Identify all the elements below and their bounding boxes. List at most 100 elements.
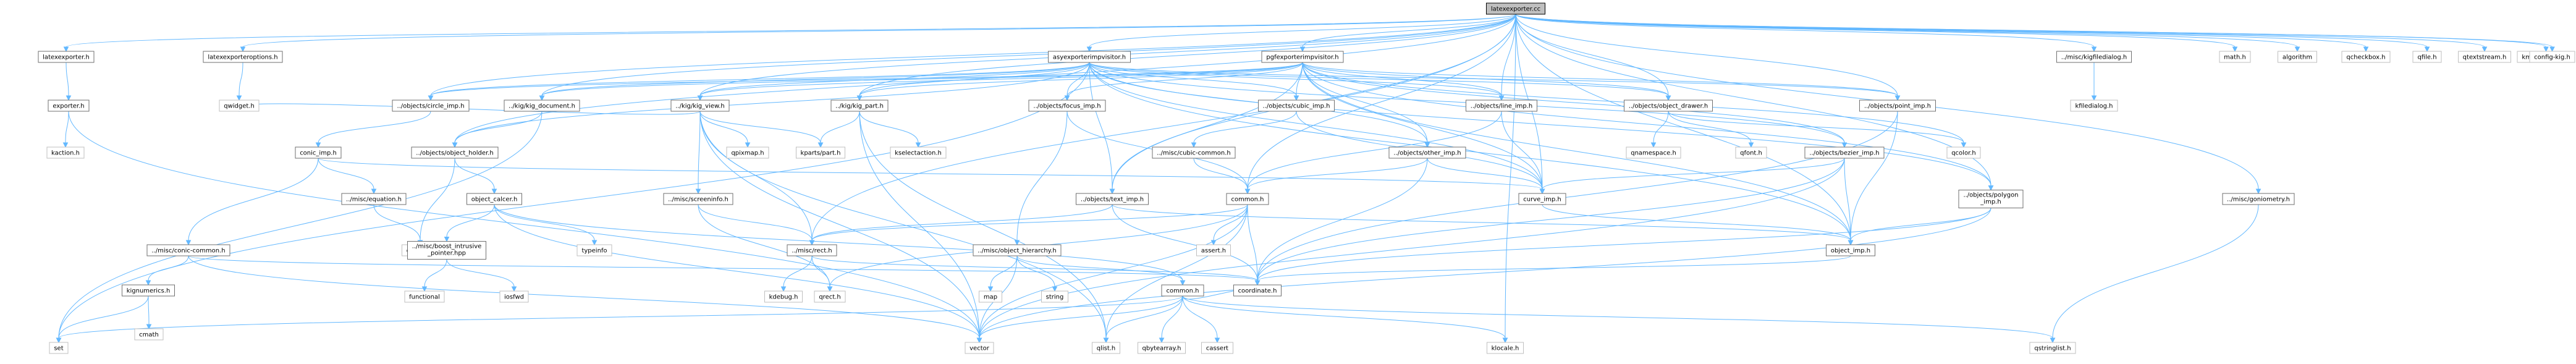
edge-asyexporterimpvisitor-to-curve-imp bbox=[1089, 62, 1545, 195]
edge-text-imp-to-rect bbox=[809, 204, 1113, 246]
node-qcolor: qcolor.h bbox=[1946, 146, 1981, 159]
edge-boost-intrusive-to-functional bbox=[421, 259, 447, 292]
node-qlist: qlist.h bbox=[1092, 342, 1120, 354]
node-object-holder[interactable]: ../objects/object_holder.h bbox=[411, 146, 499, 159]
node-box bbox=[979, 290, 1002, 303]
node-polygon-imp[interactable]: ../objects/polygon_imp.h bbox=[1958, 190, 2024, 208]
node-label: latexexporter.cc bbox=[1491, 6, 1540, 13]
node-box bbox=[1624, 99, 1713, 112]
node-typeinfo: typeinfo bbox=[576, 244, 612, 256]
node-latexexporter[interactable]: latexexporter.h bbox=[38, 51, 95, 63]
node-label: object_calcer.h bbox=[471, 197, 518, 203]
node-box bbox=[219, 99, 260, 112]
edge-cubic-common-to-common-objects bbox=[1193, 158, 1251, 195]
node-common-misc[interactable]: common.h bbox=[1161, 284, 1204, 297]
edge-object-hierarchy-to-string bbox=[1016, 255, 1058, 292]
node-circle-imp[interactable]: ../objects/circle_imp.h bbox=[392, 99, 470, 112]
node-label: ../misc/cubic-common.h bbox=[1157, 150, 1230, 157]
node-kig-view[interactable]: ../kig/kig_view.h bbox=[670, 99, 730, 112]
node-box bbox=[295, 146, 342, 159]
node-label: kfiledialog.h bbox=[2075, 103, 2113, 110]
edge-kig-document-to-set bbox=[56, 111, 543, 344]
node-label: kdebug.h bbox=[769, 294, 798, 301]
node-label: klocale.h bbox=[1492, 345, 1519, 352]
node-box bbox=[134, 328, 164, 341]
edge-conic-imp-to-conic-common bbox=[185, 158, 319, 246]
node-root[interactable]: latexexporter.cc bbox=[1486, 2, 1545, 15]
node-label: ../misc/goniometry.h bbox=[2227, 197, 2290, 203]
node-text-imp[interactable]: ../objects/text_imp.h bbox=[1076, 193, 1149, 205]
edge-root-to-kigfiledialog bbox=[1515, 14, 2097, 53]
edge-point-imp-to-object-imp bbox=[1848, 111, 1898, 246]
node-equation[interactable]: ../misc/equation.h bbox=[341, 193, 407, 205]
node-box bbox=[1048, 51, 1131, 63]
node-curve-imp[interactable]: curve_imp.h bbox=[1518, 193, 1566, 205]
node-box bbox=[2412, 51, 2442, 63]
node-goniometry[interactable]: ../misc/goniometry.h bbox=[2222, 193, 2295, 205]
node-label: qwidget.h bbox=[224, 103, 255, 110]
edge-root-to-line-imp bbox=[1498, 14, 1516, 101]
node-box bbox=[1041, 290, 1068, 303]
node-cubic-imp[interactable]: ../objects/cubic_imp.h bbox=[1258, 99, 1335, 112]
node-kignumerics[interactable]: kignumerics.h bbox=[122, 284, 175, 297]
node-box bbox=[1826, 244, 1875, 256]
node-box bbox=[49, 342, 69, 354]
edge-common-misc-to-vector bbox=[976, 295, 1183, 344]
node-conic-common[interactable]: ../misc/conic-common.h bbox=[146, 244, 230, 256]
node-kig-document[interactable]: ../kig/kig_document.h bbox=[504, 99, 580, 112]
edge-common-objects-to-assert bbox=[1210, 204, 1248, 246]
edge-object-drawer-to-qcolor bbox=[1668, 111, 1967, 148]
edge-root-to-object-imp bbox=[1515, 14, 1854, 246]
node-label: cassert bbox=[1206, 345, 1228, 352]
node-object-drawer[interactable]: ../objects/object_drawer.h bbox=[1624, 99, 1713, 112]
node-point-imp[interactable]: ../objects/point_imp.h bbox=[1859, 99, 1936, 112]
node-label: config-kig.h bbox=[2534, 54, 2570, 61]
node-rect[interactable]: ../misc/rect.h bbox=[787, 244, 837, 256]
node-pgfexporterimpvisitor[interactable]: pgfexporterimpvisitor.h bbox=[1261, 51, 1344, 63]
node-label: qfont.h bbox=[1740, 150, 1762, 157]
node-bezier-imp[interactable]: ../objects/bezier_imp.h bbox=[1804, 146, 1885, 159]
edge-root-to-rect bbox=[809, 14, 1516, 246]
node-box bbox=[1076, 193, 1149, 205]
node-line-imp[interactable]: ../objects/line_imp.h bbox=[1466, 99, 1537, 112]
edge-conic-common-to-coordinate bbox=[188, 255, 1261, 286]
node-boost-intrusive[interactable]: ../misc/boost_intrusive_pointer.hpp bbox=[407, 241, 486, 260]
node-object-calcer[interactable]: object_calcer.h bbox=[467, 193, 522, 205]
edge-common-misc-to-klocale bbox=[1182, 295, 1508, 344]
node-box bbox=[1958, 190, 2024, 208]
node-label: map bbox=[984, 294, 997, 301]
node-box bbox=[341, 193, 407, 205]
node-object-imp[interactable]: object_imp.h bbox=[1826, 244, 1875, 256]
node-object-hierarchy[interactable]: ../misc/object_hierarchy.h bbox=[973, 244, 1062, 256]
node-exporter[interactable]: exporter.h bbox=[48, 99, 90, 112]
node-layer: latexexporter.cc latexexporter.h latexexpo… bbox=[38, 2, 2575, 354]
node-label: qfile.h bbox=[2417, 54, 2436, 61]
node-label: qlist.h bbox=[1097, 345, 1116, 352]
node-screeninfo[interactable]: ../misc/screeninfo.h bbox=[663, 193, 733, 205]
node-label: ../objects/object_holder.h bbox=[416, 150, 493, 157]
node-box bbox=[726, 146, 769, 159]
edge-polygon-imp-to-object-imp bbox=[1848, 208, 1991, 246]
node-latexexporteroptions[interactable]: latexexporteroptions.h bbox=[203, 51, 283, 63]
node-kselectaction: kselectaction.h bbox=[890, 146, 947, 159]
node-other-imp[interactable]: ../objects/other_imp.h bbox=[1388, 146, 1466, 159]
node-focus-imp[interactable]: ../objects/focus_imp.h bbox=[1028, 99, 1106, 112]
node-conic-imp[interactable]: conic_imp.h bbox=[295, 146, 342, 159]
edge-conic-common-to-vector bbox=[188, 255, 982, 344]
node-kig-part[interactable]: ../kig/kig_part.h bbox=[830, 99, 889, 112]
node-assert: assert.h bbox=[1196, 244, 1231, 256]
node-label: latexexporteroptions.h bbox=[208, 54, 277, 61]
edge-kig-document-to-object-holder bbox=[452, 111, 543, 148]
node-box bbox=[2278, 51, 2317, 63]
edge-kig-part-to-kselectaction bbox=[859, 111, 921, 148]
edge-common-misc-to-set bbox=[56, 295, 1183, 344]
node-cubic-common[interactable]: ../misc/cubic-common.h bbox=[1152, 146, 1236, 159]
edge-object-calcer-to-boost-intrusive bbox=[444, 204, 495, 242]
node-asyexporterimpvisitor[interactable]: asyexporterimpvisitor.h bbox=[1048, 51, 1131, 63]
node-coordinate[interactable]: coordinate.h bbox=[1233, 284, 1282, 297]
edge-object-drawer-to-qnamespace bbox=[1650, 111, 1669, 148]
node-kigfiledialog[interactable]: ../misc/kigfiledialog.h bbox=[2056, 51, 2132, 63]
node-label: math.h bbox=[2224, 54, 2246, 61]
node-box bbox=[2070, 99, 2118, 112]
node-common-objects[interactable]: common.h bbox=[1226, 193, 1269, 205]
